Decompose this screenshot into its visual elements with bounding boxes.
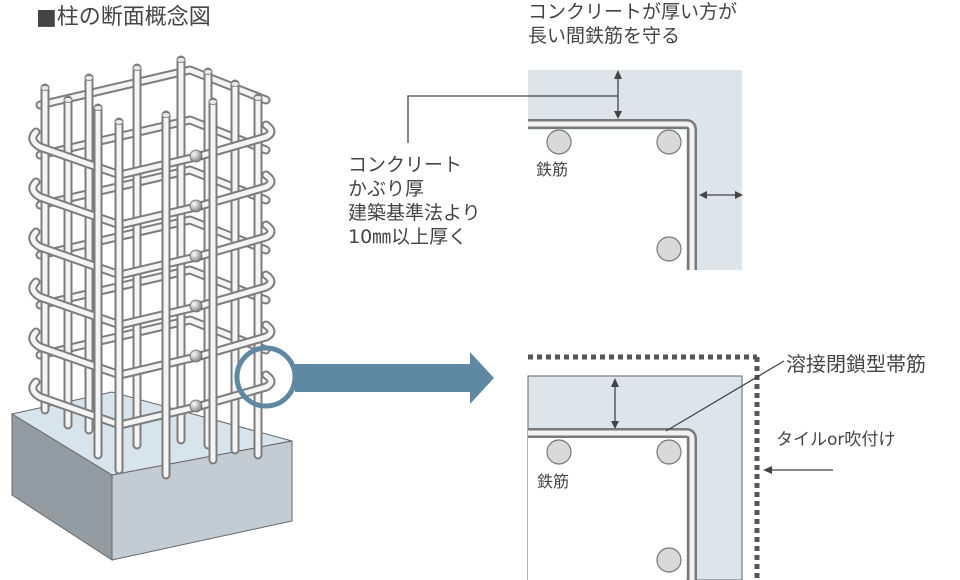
hoop-front-highlight bbox=[30, 372, 274, 428]
weld-point bbox=[189, 399, 203, 413]
rebar-label: 鉄筋 bbox=[536, 160, 569, 179]
rebar-circle bbox=[656, 439, 682, 465]
weld-point bbox=[189, 349, 203, 363]
rebar-circle bbox=[656, 129, 682, 155]
rebar-cap bbox=[230, 81, 240, 87]
rebar-cap bbox=[40, 85, 50, 91]
top-note: コンクリートが厚い方が 長い間鉄筋を守る bbox=[528, 1, 738, 47]
rebar-cap bbox=[203, 69, 213, 75]
rebar-cap bbox=[63, 97, 73, 103]
rebar-circle bbox=[546, 439, 572, 465]
hoop-front-highlight bbox=[30, 272, 274, 328]
hoop-front-highlight bbox=[30, 122, 274, 178]
hoop-front-highlight bbox=[30, 172, 274, 228]
leader-line bbox=[407, 95, 618, 143]
rebar-cap bbox=[93, 105, 103, 111]
rebar-cap bbox=[253, 95, 263, 101]
rebar-cap bbox=[161, 112, 171, 118]
rebar-circle bbox=[656, 236, 682, 262]
welded-hoop-label: 溶接閉鎖型帯筋 bbox=[786, 352, 926, 376]
weld-point bbox=[189, 199, 203, 213]
rebar-label: 鉄筋 bbox=[537, 472, 570, 491]
weld-point bbox=[189, 149, 203, 163]
hoop-front-highlight bbox=[30, 322, 274, 378]
bottom-section-detail bbox=[527, 354, 833, 580]
rebar-cap bbox=[84, 75, 94, 81]
diagram-title: ■柱の断面概念図 bbox=[36, 5, 211, 30]
rebar-cap bbox=[114, 119, 124, 125]
rebar-cap bbox=[176, 57, 186, 63]
top-section-detail bbox=[407, 70, 743, 270]
detail-arrow bbox=[295, 352, 494, 404]
hoop-leader-line bbox=[665, 360, 785, 432]
weld-point bbox=[189, 249, 203, 263]
rebar-cage bbox=[28, 55, 276, 480]
finish-label: タイルor吹付け bbox=[776, 430, 896, 450]
hoop-front-highlight bbox=[30, 222, 274, 278]
rebar-cap bbox=[208, 99, 218, 105]
rebar-cap bbox=[132, 65, 142, 71]
rebar-circle bbox=[546, 129, 572, 155]
weld-point bbox=[189, 299, 203, 313]
cover-thickness-label: コンクリート かぶり厚 建築基準法より 10㎜以上厚く bbox=[348, 154, 481, 248]
rebar-circle bbox=[656, 547, 682, 573]
